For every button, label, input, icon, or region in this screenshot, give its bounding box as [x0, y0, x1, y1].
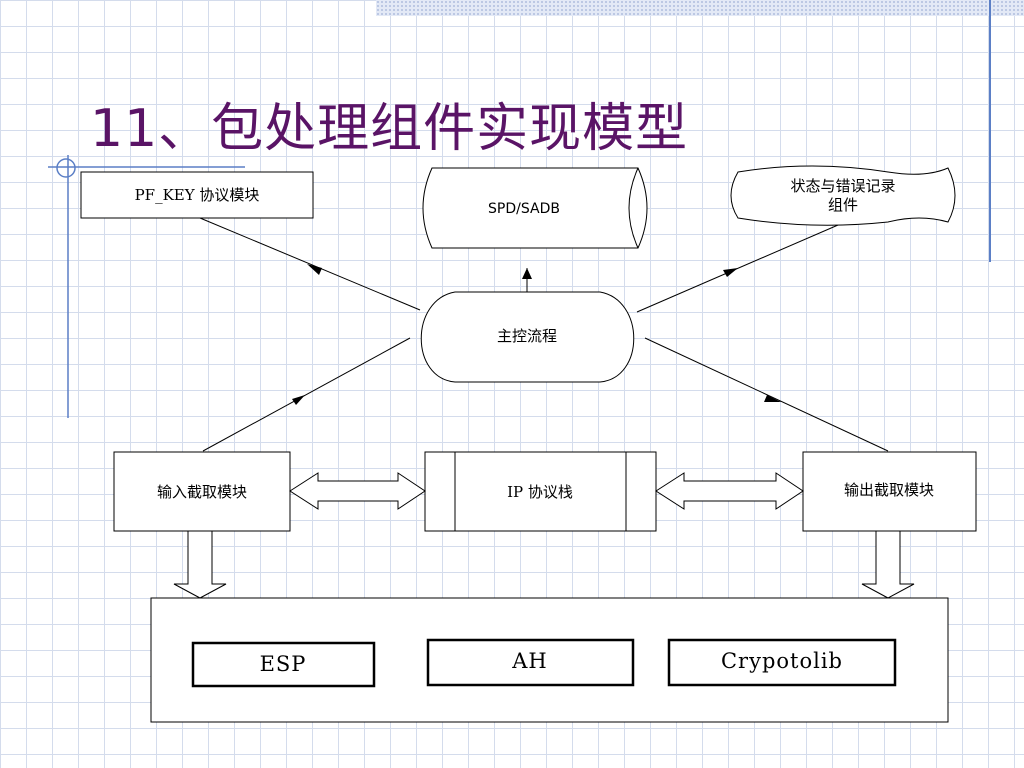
slide-decoration — [48, 0, 991, 418]
cryptolib-module: Crypotolib — [667, 638, 897, 687]
arrow-input-to-main — [292, 395, 305, 405]
spd-label: SPD/SADB — [488, 201, 560, 217]
esp-label: ESP — [260, 652, 307, 676]
double-arrow-input-ip — [289, 472, 426, 510]
arrow-heads — [292, 264, 781, 405]
pfkey-label: PF_KEY 协议模块 — [135, 186, 260, 204]
arrow-to-status — [723, 268, 738, 277]
output-label: 输出截取模块 — [844, 481, 934, 499]
input-intercept-module: 输入截取模块 — [113, 451, 291, 532]
ipstack-label: IP 协议栈 — [507, 483, 573, 501]
input-label: 输入截取模块 — [157, 483, 247, 501]
double-arrow-ip-output — [655, 472, 804, 510]
line-main-to-pfkey — [199, 217, 421, 311]
down-arrow-output — [861, 530, 915, 599]
main-control-process: 主控流程 — [420, 291, 635, 383]
status-label-line1: 状态与错误记录 — [790, 177, 895, 195]
down-arrow-input — [173, 530, 227, 599]
line-main-to-status — [636, 221, 846, 313]
spd-sadb-storage: SPD/SADB — [422, 167, 648, 249]
ip-stack: IP 协议栈 — [424, 451, 657, 532]
status-error-component: 状态与错误记录 组件 — [730, 165, 956, 226]
ah-label: AH — [511, 649, 547, 673]
pfkey-module: PF_KEY 协议模块 — [80, 171, 314, 219]
arrow-output-to-main — [764, 395, 781, 402]
line-input-to-main — [202, 337, 411, 452]
top-decoration-band — [376, 0, 1024, 16]
cryptolib-label: Crypotolib — [721, 649, 843, 673]
status-label-line2: 组件 — [828, 196, 858, 214]
ah-module: AH — [426, 638, 635, 687]
line-output-to-main — [644, 337, 889, 452]
arrow-to-pfkey — [307, 264, 322, 275]
slide-title: 11、包处理组件实现模型 — [90, 99, 689, 159]
main-label: 主控流程 — [497, 327, 557, 345]
arrow-to-spd — [522, 268, 532, 279]
connector-lines — [199, 217, 889, 452]
output-intercept-module: 输出截取模块 — [802, 451, 977, 532]
esp-module: ESP — [191, 641, 376, 688]
